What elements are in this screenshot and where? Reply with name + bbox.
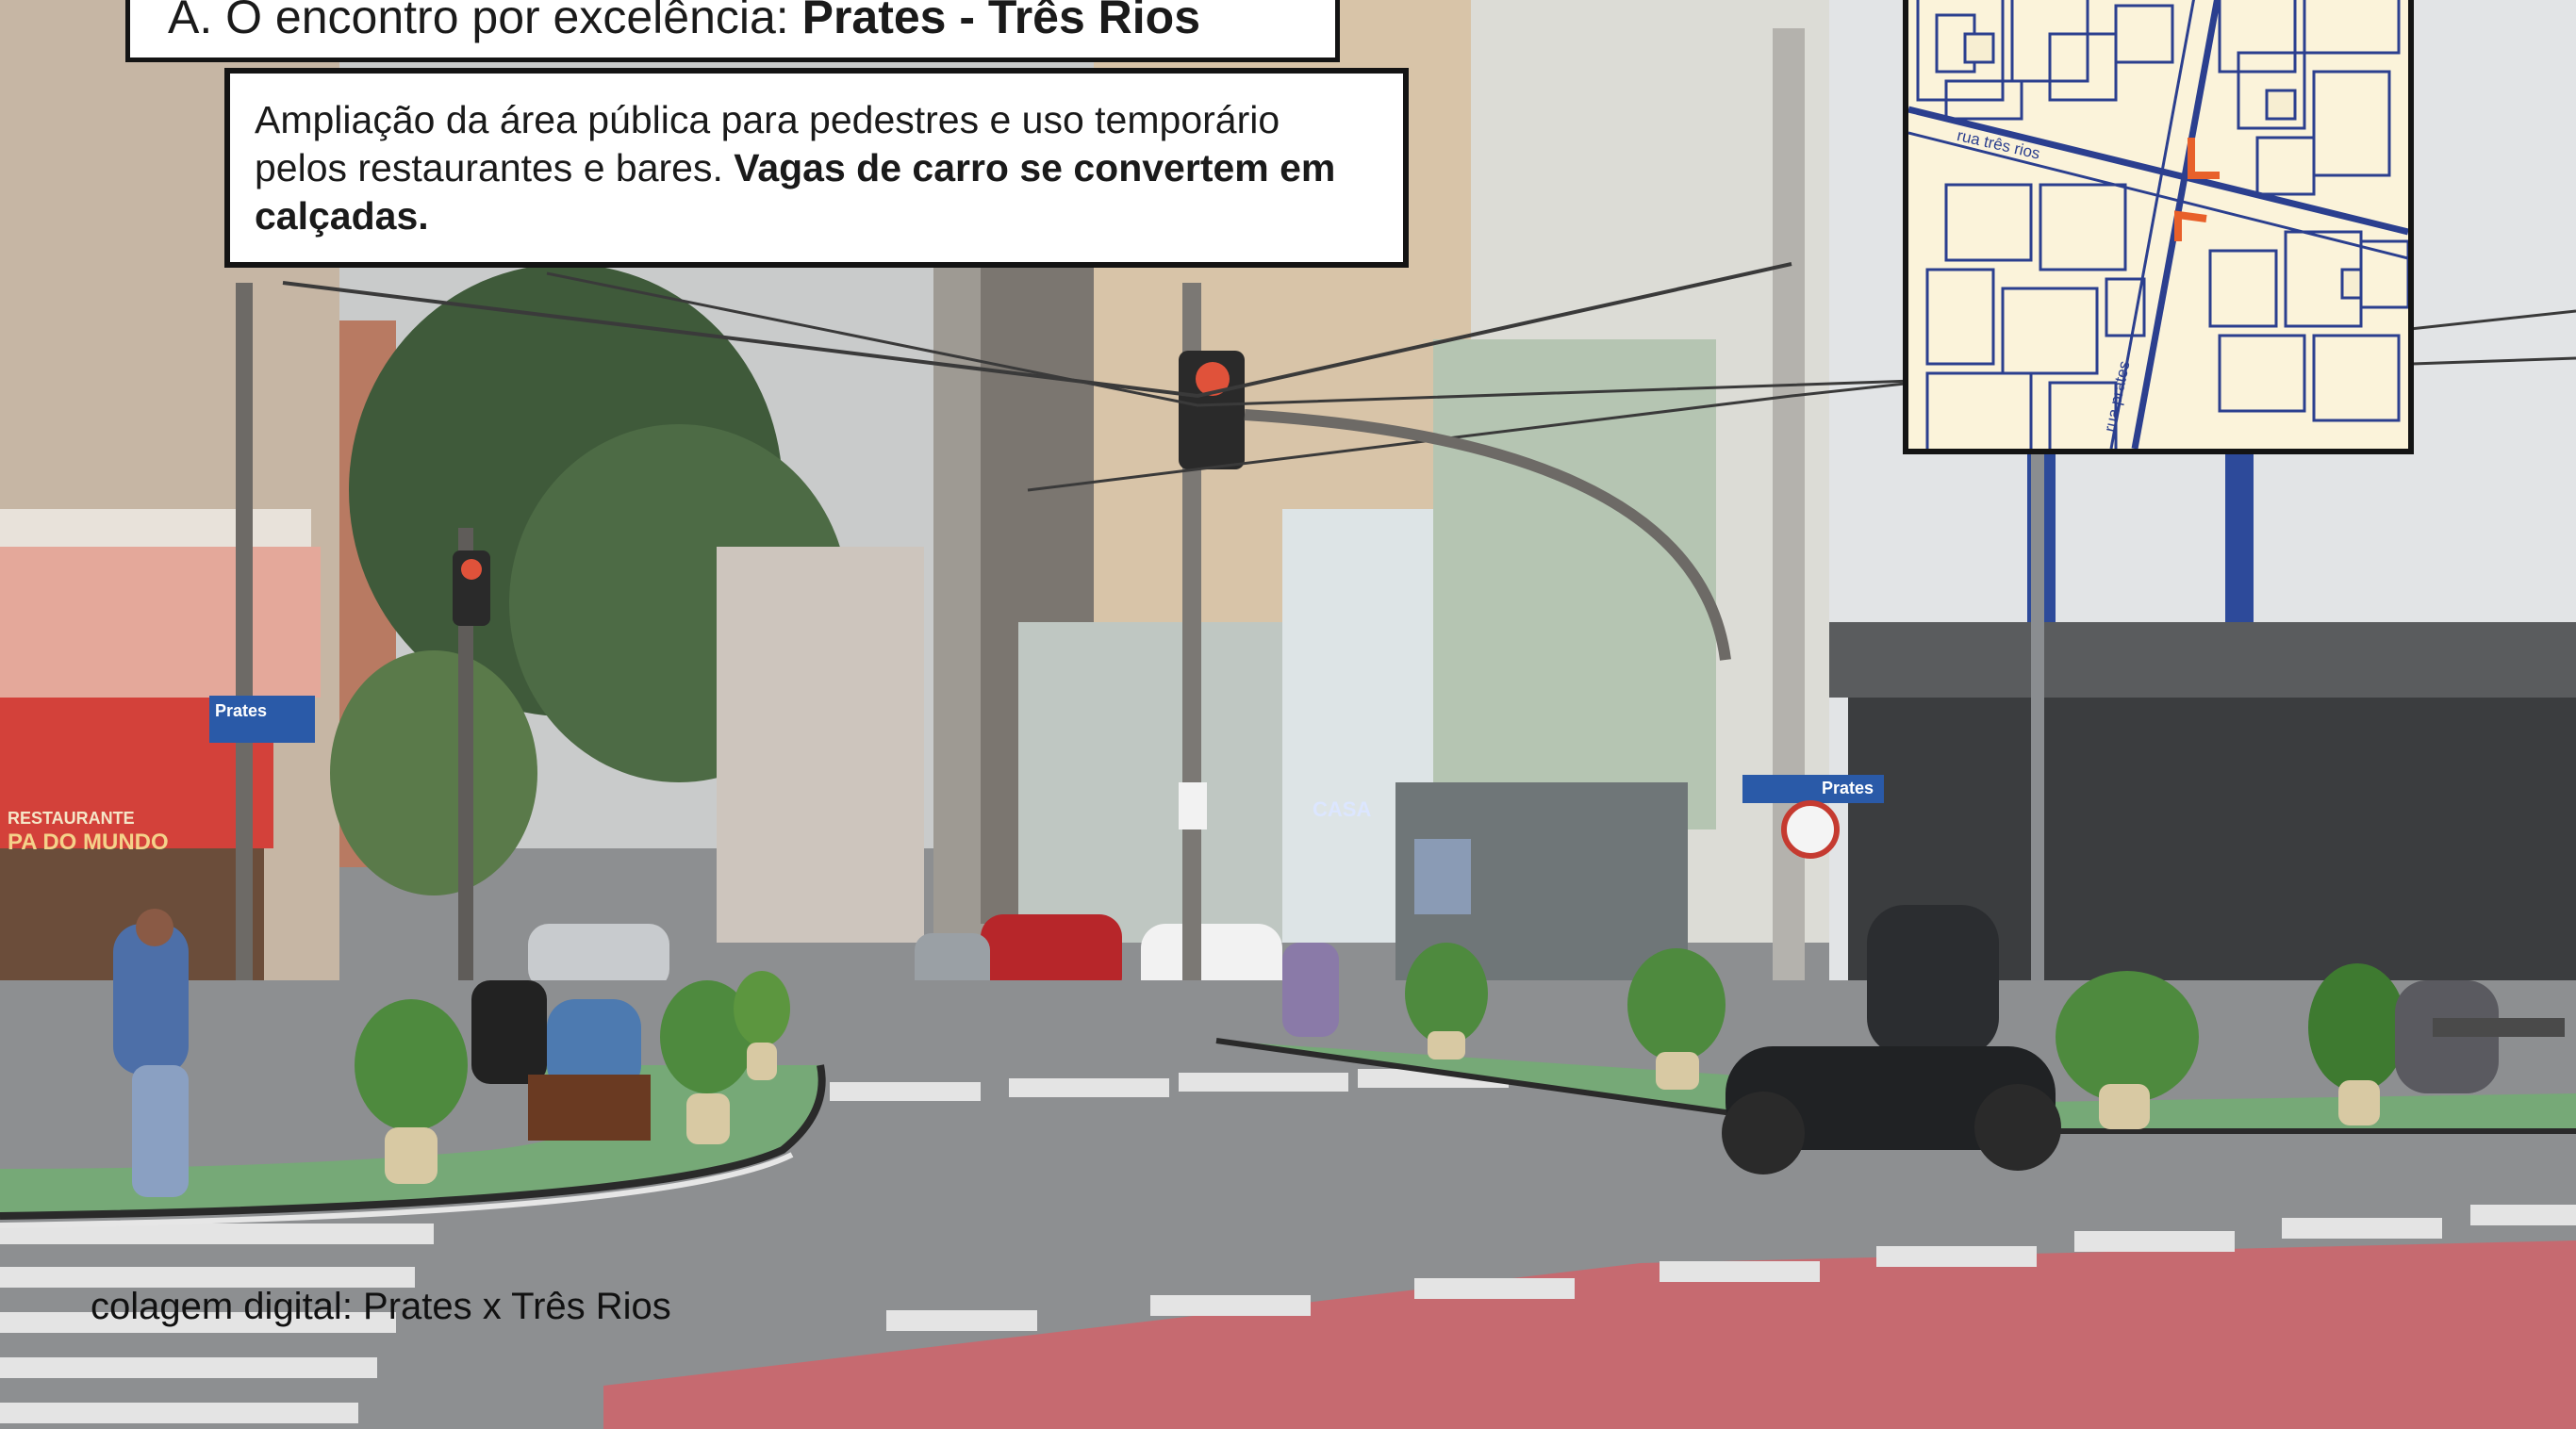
description-emphasis: Vagas de carro se convertem em calçadas.: [255, 146, 1336, 238]
street-sign-prates-right: Prates: [1822, 779, 1874, 797]
title-emphasis: Prates - Três Rios: [801, 0, 1201, 43]
title-box: A. O encontro por excelência: Prates - T…: [125, 0, 1340, 62]
description-text: Ampliação da área pública para pedestres…: [255, 98, 1280, 189]
shop-sign: CASA: [1313, 797, 1372, 821]
restaurant-name-sign: PA DO MUNDO: [8, 829, 169, 855]
description-box: Ampliação da área pública para pedestres…: [224, 68, 1409, 268]
location-map: rua três rios rua prates: [1903, 0, 2414, 454]
image-caption: colagem digital: Prates x Três Rios: [91, 1286, 671, 1327]
restaurant-sign: RESTAURANTE: [8, 809, 135, 828]
title-prefix: A. O encontro por excelência:: [168, 0, 802, 43]
map-drawing: [1908, 0, 2408, 449]
street-sign-prates-left: Prates: [215, 701, 268, 720]
